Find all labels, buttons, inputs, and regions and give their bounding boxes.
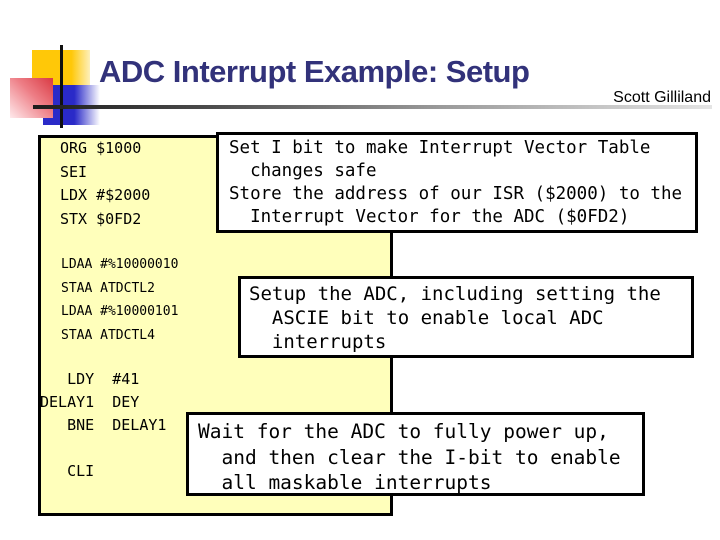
logo-red-square xyxy=(10,78,53,118)
code-block-adc-config: LDAA #%10000010 STAA ATDCTL2 LDAA #%1000… xyxy=(61,257,179,343)
title-underline-rule xyxy=(33,105,712,109)
code-block-vector-setup: ORG $1000 SEI LDX #$2000 STX $0FD2 xyxy=(60,139,151,228)
slide-title: ADC Interrupt Example: Setup xyxy=(99,54,530,89)
callout-interrupt-vector: Set I bit to make Interrupt Vector Table… xyxy=(216,132,698,233)
logo-crosshair-vertical-line xyxy=(60,45,63,128)
callout-adc-setup: Setup the ADC, including setting the ASC… xyxy=(238,276,694,358)
code-block-delay-and-cli: LDY #41 DELAY1 DEY BNE DELAY1 CLI xyxy=(40,370,167,480)
callout-power-up-wait: Wait for the ADC to fully power up, and … xyxy=(186,412,645,496)
author-credit: Scott Gilliland xyxy=(613,89,711,106)
